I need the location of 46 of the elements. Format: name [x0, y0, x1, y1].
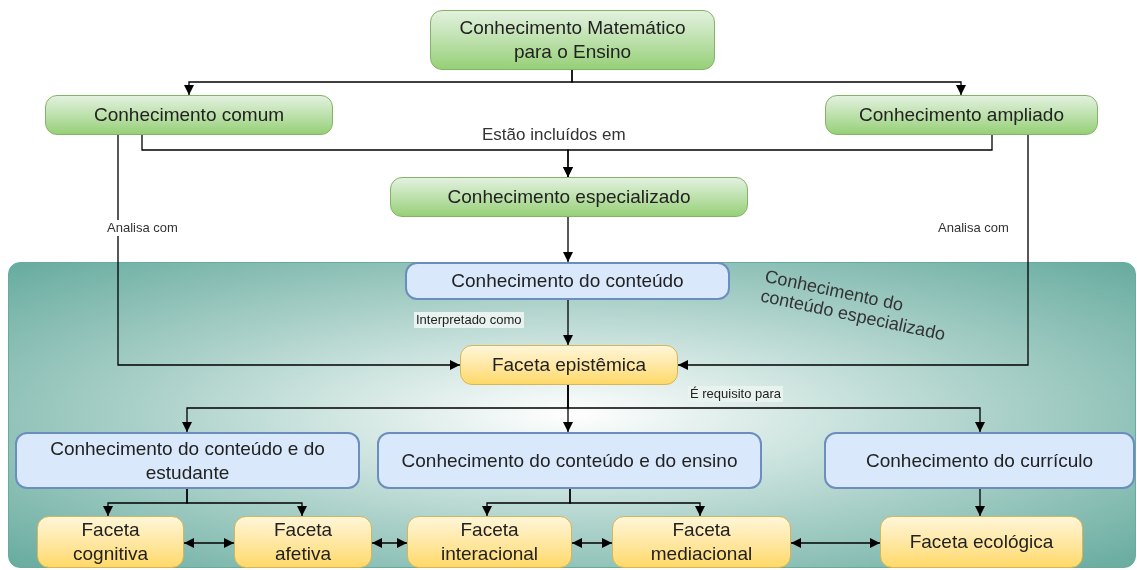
node-text: Conhecimento do currículo [865, 448, 1094, 473]
node-text: Faceta ecológica [909, 530, 1054, 554]
node-text: Conhecimento ampliado [859, 103, 1064, 127]
node-text: Conhecimento especializado [447, 185, 691, 209]
edge-label: Analisa com [105, 220, 180, 237]
process-box [430, 10, 715, 70]
edge-label: Interpretado como [414, 312, 524, 329]
facet-box [234, 516, 372, 568]
node-text: Faceta cognitiva [72, 518, 149, 566]
arrow [563, 134, 993, 178]
facet-box [880, 516, 1083, 568]
process-box [825, 95, 1098, 135]
facet-box [407, 516, 572, 568]
node-text: Faceta epistêmica [491, 353, 647, 377]
group-panel [8, 262, 1136, 568]
arrow [677, 134, 1029, 370]
facet-box [612, 516, 791, 568]
node-text: Faceta afetiva [272, 518, 334, 566]
process-box [824, 432, 1135, 489]
node-text: Conhecimento Matemático para o Ensino [458, 16, 687, 64]
arrow [186, 488, 307, 517]
node-text: Faceta interacional [439, 518, 540, 566]
arrow [975, 488, 985, 517]
arrow [567, 384, 985, 433]
edge-label: É requisito para [688, 386, 784, 403]
arrow [569, 488, 705, 517]
arrow [571, 69, 966, 96]
node-text: Faceta mediacional [649, 518, 754, 566]
process-box [405, 262, 730, 300]
process-box [45, 95, 333, 135]
facet-box [37, 516, 184, 568]
process-box [15, 432, 360, 489]
arrow [117, 134, 461, 370]
arrow [371, 538, 408, 548]
arrow [183, 538, 235, 548]
arrow [571, 538, 613, 548]
node-text: Conhecimento comum [93, 103, 285, 127]
process-box [377, 432, 762, 489]
arrow [563, 216, 573, 263]
node-text: Conhecimento do conteúdo e do ensino [401, 448, 738, 473]
arrow [790, 538, 881, 548]
process-box [390, 177, 748, 217]
facet-box [460, 345, 678, 385]
node-text: Conhecimento do conteúdo e do estudante [49, 436, 326, 485]
node-text: Conhecimento do conteúdo [451, 269, 684, 293]
arrow [563, 299, 573, 346]
